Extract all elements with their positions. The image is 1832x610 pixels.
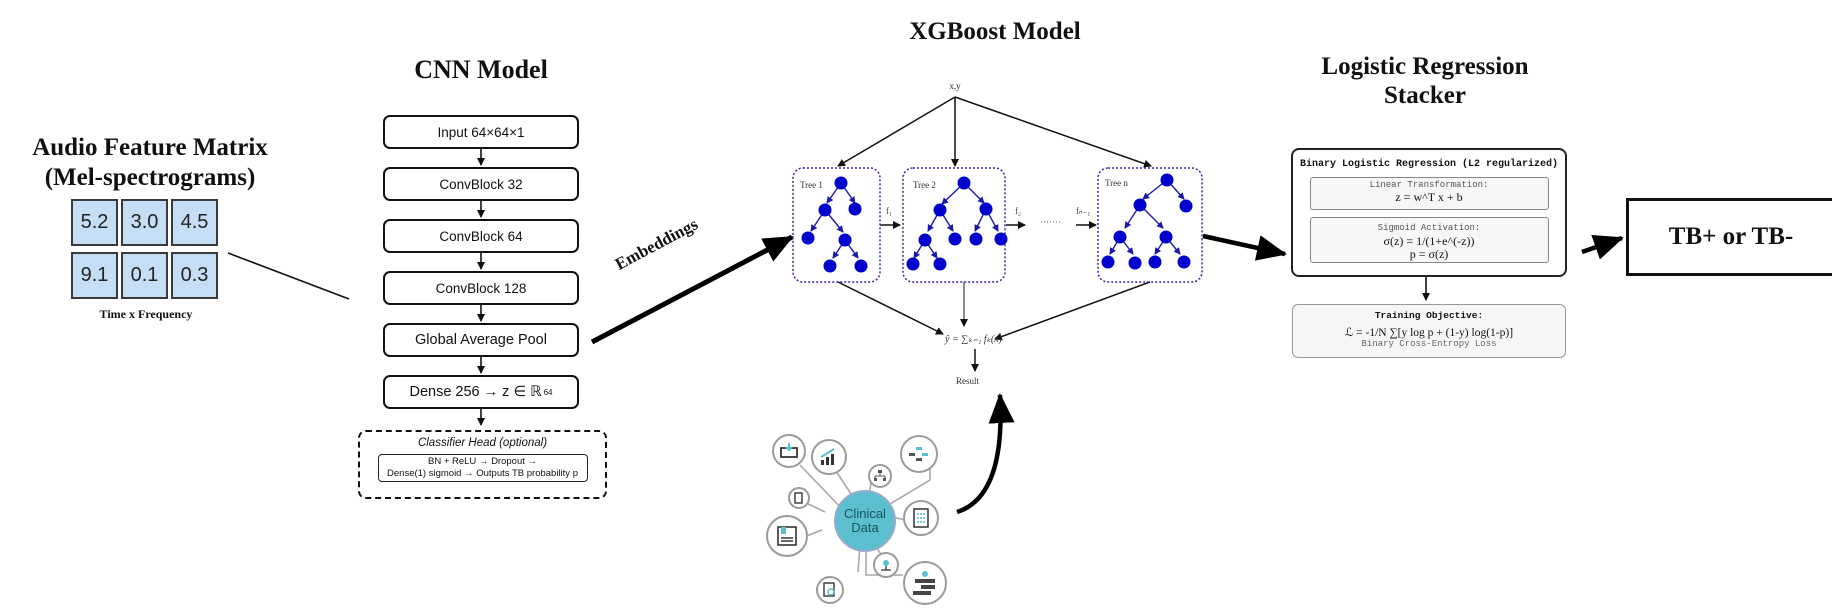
tree-box-n: [1097, 167, 1203, 283]
stacker-box: Binary Logistic Regression (L2 regulariz…: [1291, 148, 1567, 277]
stacker-title: Logistic Regression Stacker: [1300, 52, 1550, 110]
clinical-label-line1: Clinical: [844, 506, 886, 521]
classifier-head: Classifier Head (optional) BN + ReLU → D…: [358, 430, 607, 499]
probability-formula: p = σ(z): [1409, 247, 1449, 261]
stacker-title-line1: Logistic Regression: [1321, 53, 1529, 80]
edge-label-f1: f₁: [886, 206, 893, 216]
stacker-box-title: Binary Logistic Regression (L2 regulariz…: [1299, 159, 1559, 170]
objective-label: Training Objective:: [1374, 310, 1484, 321]
clinical-data-hub: Clinical Data: [834, 490, 896, 552]
gear-network-icon: [873, 552, 899, 578]
tree-box-2: [902, 167, 1008, 283]
audio-title: Audio Feature Matrix (Mel-spectrograms): [0, 133, 300, 193]
search-document-icon: [816, 576, 844, 604]
xgboost-input-arrows: [837, 96, 1152, 168]
tree-label-1: Tree 1: [800, 180, 823, 190]
classifier-head-line1: BN + ReLU → Dropout →: [427, 456, 538, 467]
org-chart-icon: [900, 435, 938, 473]
document-icon: [788, 487, 810, 509]
tree-n-nodes: [1101, 173, 1193, 270]
clinical-data-cluster: Clinical Data: [765, 430, 955, 610]
objective-formula: ℒ = -1/N ∑[y log p + (1-y) log(1-p)]: [1344, 327, 1514, 339]
sum-formula-text: ŷ = ∑ₖ₌₁ fₖ(x): [945, 334, 1002, 345]
matrix-cell: 0.3: [171, 252, 218, 299]
matrix-connector-line: [227, 252, 350, 300]
xgboost-input-label: x,y: [949, 81, 961, 91]
sigmoid-label: Sigmoid Activation:: [1377, 223, 1481, 233]
objective-caption: Binary Cross-Entropy Loss: [1361, 339, 1497, 349]
embeddings-arrow: [590, 234, 794, 345]
audio-title-line1: Audio Feature Matrix: [32, 134, 268, 161]
cnn-layer-conv32: ConvBlock 32: [383, 167, 579, 201]
audio-title-line2: (Mel-spectrograms): [44, 164, 256, 191]
hierarchy-icon: [868, 464, 892, 488]
matrix-cell: 4.5: [171, 199, 218, 246]
linear-formula: z = w^T x + b: [1395, 190, 1463, 204]
tree-ellipsis: ·······: [1040, 217, 1061, 227]
linear-transformation-box: Linear Transformation: z = w^T x + b: [1309, 177, 1549, 210]
stacker-to-output-arrow: [1581, 234, 1624, 260]
tree-1-nodes: [801, 176, 868, 273]
tree-output-arrows: [837, 281, 1151, 372]
xgboost-result-label: Result: [956, 376, 980, 386]
linear-label: Linear Transformation:: [1369, 180, 1489, 190]
matrix-cell: 3.0: [121, 199, 168, 246]
cnn-layer-gap: Global Average Pool: [383, 323, 579, 357]
tree-box-1: [792, 167, 881, 283]
cnn-layer-conv128: ConvBlock 128: [383, 271, 579, 305]
edge-label-fn-1: fₙ₋₁: [1076, 206, 1091, 216]
output-box: TB+ or TB-: [1626, 198, 1832, 276]
matrix-cell: 9.1: [71, 252, 118, 299]
cnn-layer-conv64: ConvBlock 64: [383, 219, 579, 253]
training-objective-box: Training Objective: ℒ = -1/N ∑[y log p +…: [1292, 304, 1566, 358]
dense-label: Dense 256 → z ∈ ℝ: [409, 384, 542, 400]
xgboost-title: XGBoost Model: [909, 18, 1081, 45]
stacker-title-line2: Stacker: [1384, 82, 1466, 109]
clinical-label-line2: Data: [851, 520, 879, 535]
matrix-cell: 5.2: [71, 199, 118, 246]
edge-label-f2: f₂: [1015, 206, 1022, 216]
xgboost-sum-formula: ŷ = ∑ₖ₌₁ fₖ(x): [945, 334, 1002, 345]
dense-superscript: 64: [543, 387, 553, 397]
classifier-head-title: Classifier Head (optional): [417, 437, 548, 449]
growth-chart-icon: [811, 439, 847, 475]
sigmoid-activation-box: Sigmoid Activation: σ(z) = 1/(1+e^(-z)) …: [1309, 217, 1549, 263]
sigmoid-formula: σ(z) = 1/(1+e^(-z)): [1383, 234, 1475, 248]
download-monitor-icon: [772, 434, 806, 468]
workflow-icon: [903, 561, 947, 605]
tree-label-n: Tree n: [1105, 178, 1128, 188]
classifier-head-line2: Dense(1) sigmoid → Outputs TB probabilit…: [387, 468, 578, 479]
cnn-title: CNN Model: [414, 55, 548, 84]
matrix-caption: Time x Frequency: [99, 307, 193, 321]
cnn-layer-input: Input 64×64×1: [383, 115, 579, 149]
clinical-data-arrow: [956, 393, 1015, 515]
tree-label-2: Tree 2: [913, 180, 936, 190]
classifier-head-body: BN + ReLU → Dropout → Dense(1) sigmoid →…: [377, 454, 588, 482]
xgboost-to-stacker-arrow: [1202, 233, 1287, 261]
spreadsheet-icon: [903, 500, 939, 536]
profile-card-icon: [766, 515, 808, 557]
feature-matrix: 5.2 3.0 4.5 9.1 0.1 0.3: [71, 199, 221, 305]
tree-2-nodes: [906, 176, 1008, 271]
matrix-cell: 0.1: [121, 252, 168, 299]
